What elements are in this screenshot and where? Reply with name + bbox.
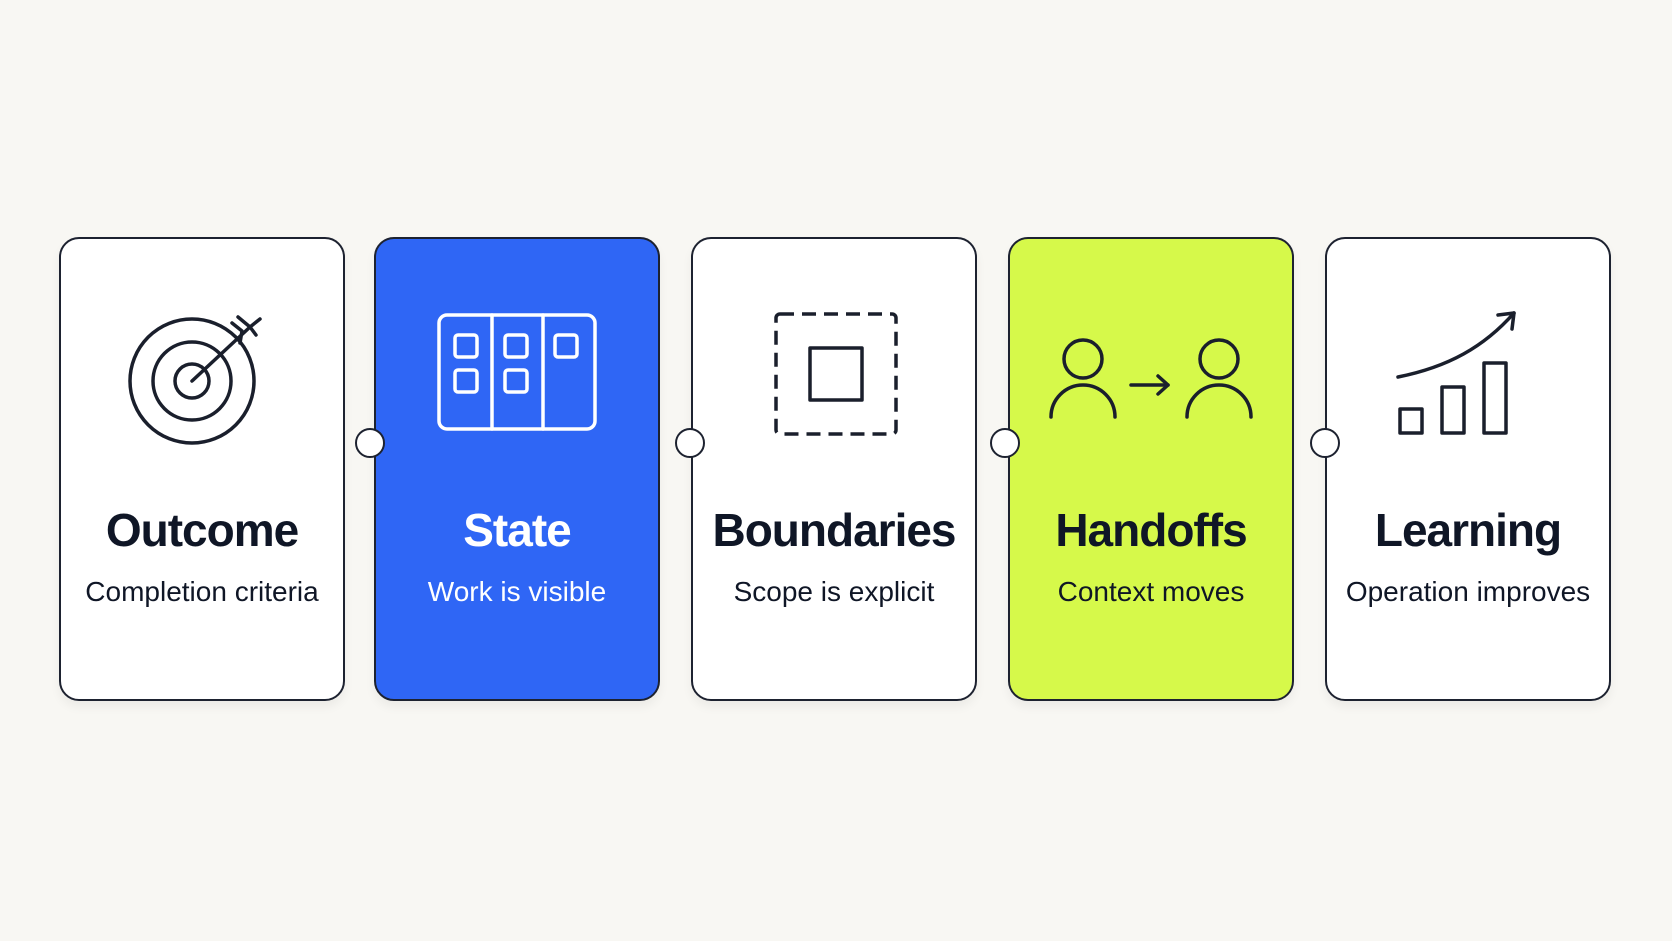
card-state: State Work is visible [374,237,660,701]
card-subtitle: Scope is explicit [733,576,935,607]
card-learning: Learning Operation improves [1325,237,1611,701]
card-subtitle: Context moves [1057,576,1245,607]
connector-node [990,428,1020,458]
handoff-icon [1046,307,1256,447]
card-title: Outcome [105,504,299,556]
scope-icon [754,307,914,447]
card-outcome: Outcome Completion criteria [59,237,345,701]
card-handoffs: Handoffs Context moves [1008,237,1294,701]
card-title: Learning [1374,504,1562,556]
card-boundaries: Boundaries Scope is explicit [691,237,977,701]
connector-node [355,428,385,458]
card-title: Handoffs [1055,504,1247,556]
card-subtitle: Completion criteria [85,576,319,607]
card-subtitle: Work is visible [427,576,607,607]
growth-chart-icon [1388,307,1548,447]
card-title: State [463,504,571,556]
board-icon [437,307,597,447]
connector-node [1310,428,1340,458]
target-icon [122,307,282,447]
card-title: Boundaries [712,504,956,556]
card-subtitle: Operation improves [1345,576,1591,607]
connector-node [675,428,705,458]
